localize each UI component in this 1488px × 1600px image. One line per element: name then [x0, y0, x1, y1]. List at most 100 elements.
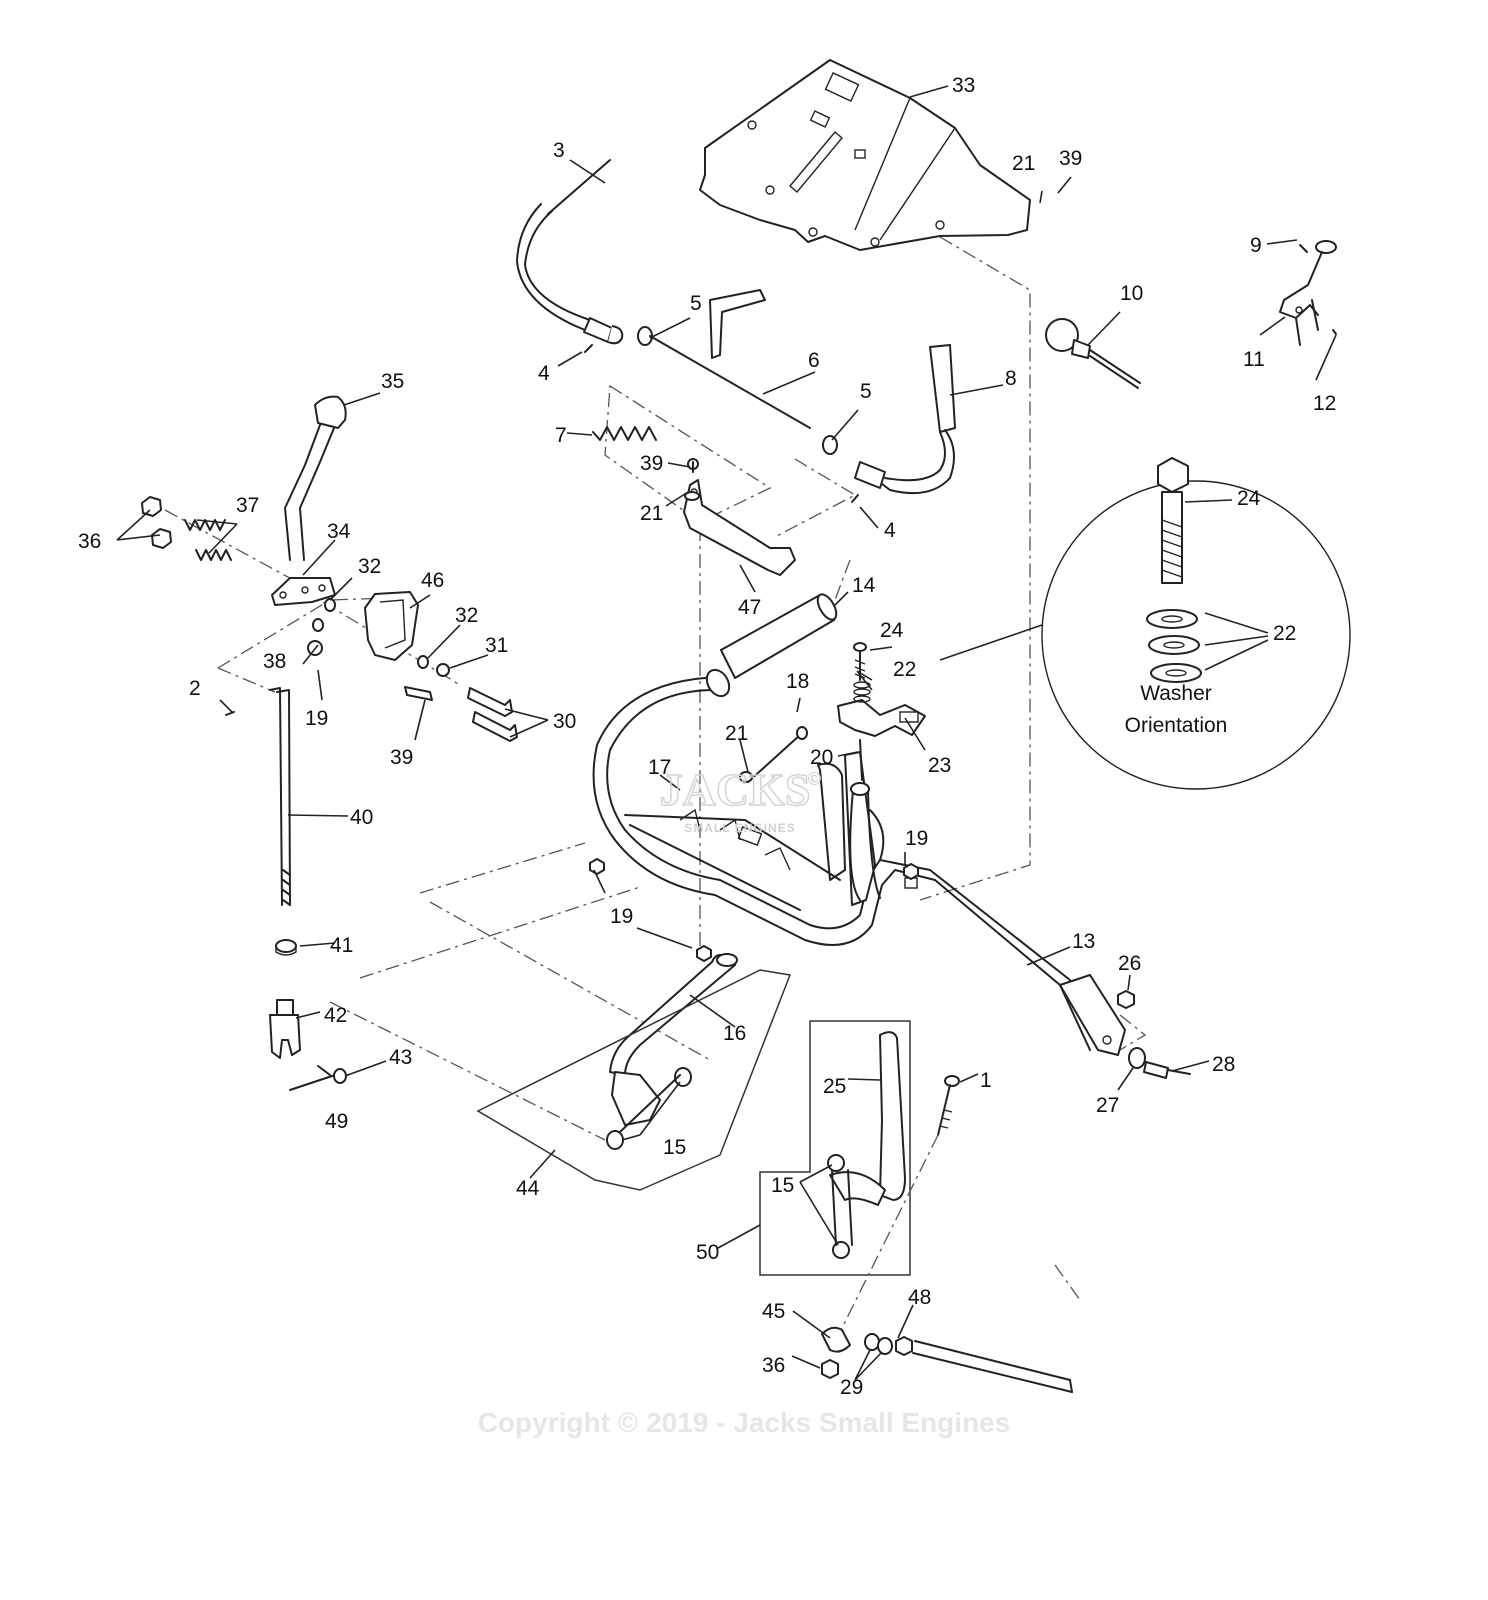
washers-bolts — [307, 598, 518, 742]
callout-21c: 21 — [725, 722, 748, 745]
small-hardware — [584, 289, 859, 503]
callout-5: 5 — [690, 292, 702, 315]
callout-42: 42 — [324, 1004, 347, 1027]
rod-end-45 — [821, 1326, 1073, 1393]
callout-22: 22 — [893, 658, 916, 681]
callout-15b: 15 — [771, 1174, 794, 1197]
callout-numbers: 33 3 21 39 9 5 10 4 6 8 11 12 35 7 5 39 … — [78, 74, 1336, 1399]
callout-14: 14 — [852, 574, 876, 597]
nut-41 — [275, 939, 297, 956]
callout-36: 36 — [78, 530, 101, 553]
callout-33: 33 — [952, 74, 975, 97]
cotter-pin-4b — [851, 494, 859, 503]
callout-32: 32 — [358, 555, 381, 578]
callout-3: 3 — [553, 139, 565, 162]
bushing-5b — [822, 435, 838, 455]
watermark-copyright-mark: © — [808, 769, 822, 789]
callout-41: 41 — [330, 934, 353, 957]
hardware-26-28 — [1117, 990, 1191, 1079]
callout-9: 9 — [1250, 234, 1262, 257]
callout-23: 23 — [928, 754, 951, 777]
rod-6 — [649, 335, 811, 429]
cable-3 — [516, 159, 624, 345]
handle-16 — [606, 953, 738, 1150]
callout-1: 1 — [980, 1069, 992, 1092]
throttle-knob-10 — [1045, 318, 1141, 389]
callout-7: 7 — [555, 424, 567, 447]
callout-45: 45 — [762, 1300, 785, 1323]
watermark-logo-sub: SMALL ENGINES — [684, 821, 795, 835]
callout-28: 28 — [1212, 1053, 1235, 1076]
callout-24-detail: 24 — [1237, 487, 1261, 510]
washer-orientation-detail: Washer Orientation — [939, 457, 1351, 790]
bolt-1 — [839, 1075, 960, 1333]
bolt-18 — [747, 726, 808, 783]
callout-39b: 39 — [640, 452, 663, 475]
callout-48: 48 — [908, 1286, 931, 1309]
callout-20: 20 — [810, 746, 833, 769]
callout-50: 50 — [696, 1241, 719, 1264]
nut-21-19 — [589, 771, 919, 962]
callout-39: 39 — [1059, 147, 1082, 170]
callout-8: 8 — [1005, 367, 1017, 390]
callout-22-detail: 22 — [1273, 622, 1296, 645]
callout-24: 24 — [880, 619, 904, 642]
callout-6: 6 — [808, 349, 820, 372]
callout-32b: 32 — [455, 604, 478, 627]
bracket-46 — [364, 591, 419, 661]
callout-19c: 19 — [610, 905, 633, 928]
cable-8 — [854, 344, 956, 495]
callout-12: 12 — [1313, 392, 1336, 415]
bracket-47 — [683, 458, 796, 576]
watermark: JACKS SMALL ENGINES © Copyright © 2019 -… — [478, 763, 1011, 1438]
spring-7 — [592, 426, 657, 441]
callout-4: 4 — [538, 362, 550, 385]
callout-30: 30 — [553, 710, 576, 733]
copyright-footer: Copyright © 2019 - Jacks Small Engines — [478, 1407, 1011, 1438]
callout-34: 34 — [327, 520, 351, 543]
callout-40: 40 — [350, 806, 373, 829]
cotter-pin-4a — [584, 344, 593, 353]
callout-21: 21 — [1012, 152, 1035, 175]
callout-47: 47 — [738, 596, 761, 619]
detail-label-washer: Washer — [1140, 682, 1212, 705]
callout-38: 38 — [263, 650, 286, 673]
callout-36b: 36 — [762, 1354, 785, 1377]
callout-4b: 4 — [884, 519, 896, 542]
watermark-logo: JACKS — [660, 764, 811, 815]
callout-11: 11 — [1243, 348, 1265, 371]
callout-10: 10 — [1120, 282, 1143, 305]
callout-13: 13 — [1072, 930, 1095, 953]
pivot-20 — [849, 739, 881, 901]
choke-assembly-11 — [1279, 240, 1337, 346]
rod-40 — [225, 687, 291, 906]
callout-44: 44 — [516, 1177, 540, 1200]
callout-16: 16 — [723, 1022, 746, 1045]
callout-37: 37 — [236, 494, 259, 517]
callout-35: 35 — [381, 370, 404, 393]
callout-18: 18 — [786, 670, 809, 693]
callout-19: 19 — [305, 707, 328, 730]
springs-37-nuts-36 — [141, 496, 232, 561]
tube-14 — [705, 593, 838, 698]
latch-23 — [837, 699, 926, 737]
callout-19b: 19 — [905, 827, 928, 850]
callout-25: 25 — [823, 1075, 846, 1098]
shift-lever-35 — [284, 395, 347, 561]
callout-43: 43 — [389, 1046, 412, 1069]
leader-lines — [116, 85, 1337, 1381]
callout-21b: 21 — [640, 502, 663, 525]
callout-46: 46 — [421, 569, 444, 592]
callout-17: 17 — [648, 756, 671, 779]
box-50 — [759, 1020, 911, 1276]
callout-2: 2 — [189, 677, 201, 700]
callout-29: 29 — [840, 1376, 863, 1399]
clevis-42 — [269, 999, 301, 1059]
callout-39c: 39 — [390, 746, 413, 769]
bracket-6 — [709, 289, 766, 359]
callout-26: 26 — [1118, 952, 1141, 975]
callout-49: 49 — [325, 1110, 348, 1133]
callout-15: 15 — [663, 1136, 686, 1159]
pin-43 — [289, 1065, 347, 1091]
